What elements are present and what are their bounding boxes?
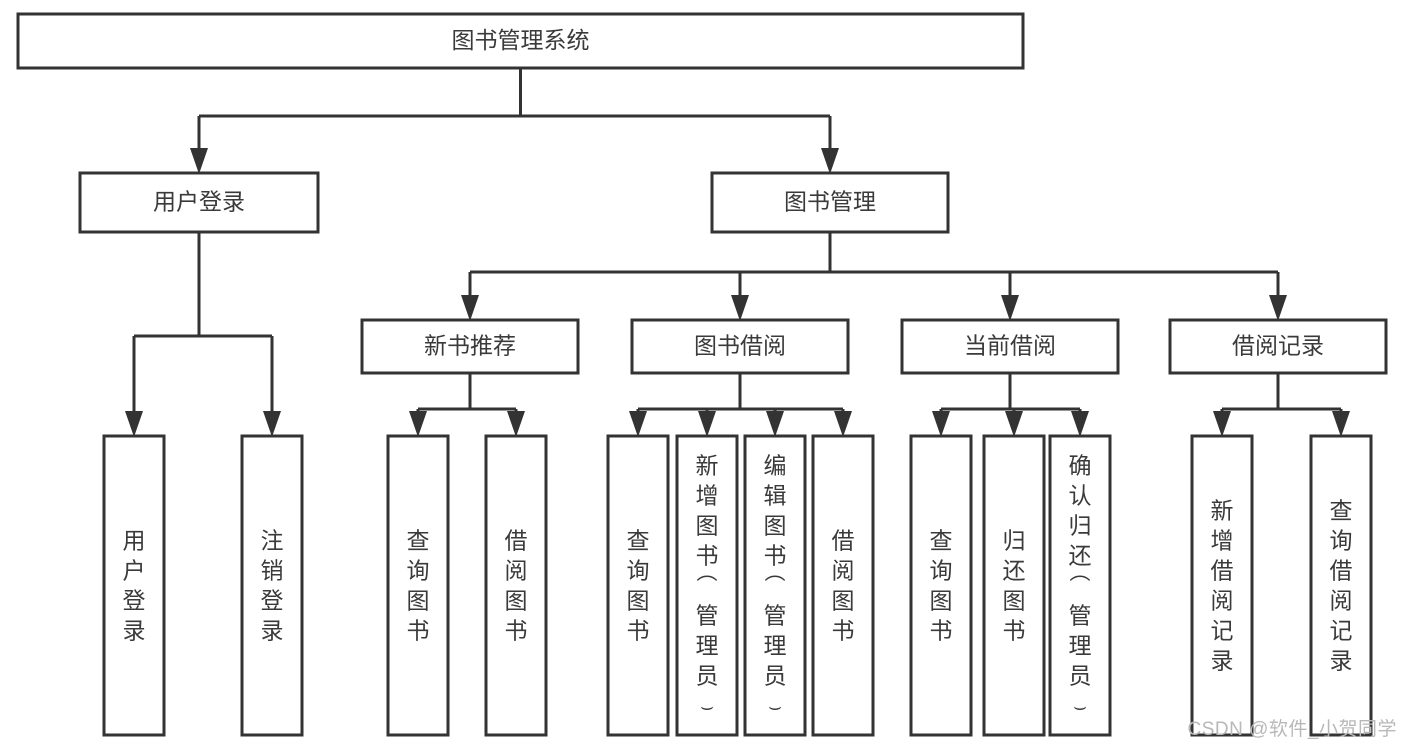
- node-box: [78, 171, 320, 234]
- node-box: [16, 12, 1025, 70]
- arrow-head-icon: [1071, 411, 1089, 437]
- node-leaf-16: 确认归还⌒管理员⌣: [1048, 434, 1112, 737]
- arrow-head-icon: [821, 148, 839, 174]
- node-group-1: 用户登录: [78, 171, 320, 234]
- node-label: 新增图书⌒管理员⌣: [696, 453, 719, 719]
- node-leaf-10: 新增图书⌒管理员⌣: [675, 434, 739, 737]
- node-box: [900, 318, 1120, 375]
- node-box: [1309, 434, 1373, 737]
- node-leaf-19: 查询借阅记录: [1309, 434, 1373, 737]
- node-box: [386, 434, 450, 737]
- arrow-head-icon: [1213, 411, 1231, 437]
- node-label: 归还图书: [1003, 528, 1026, 644]
- node-label: 查询图书: [407, 528, 430, 644]
- arrow-head-icon: [263, 411, 281, 437]
- node-label: 新增借阅记录: [1211, 498, 1234, 674]
- node-box: [743, 434, 807, 737]
- arrow-head-icon: [1001, 295, 1019, 321]
- node-group-17: 借阅记录: [1168, 318, 1388, 375]
- node-leaf-12: 借阅图书: [811, 434, 875, 737]
- arrow-head-icon: [1332, 411, 1350, 437]
- node-group-5: 新书推荐: [360, 318, 580, 375]
- node-group-4: 图书管理: [710, 171, 950, 234]
- node-box: [710, 171, 950, 234]
- node-leaf-15: 归还图书: [982, 434, 1046, 737]
- arrow-head-icon: [125, 411, 143, 437]
- node-label: 当前借阅: [964, 333, 1056, 359]
- arrow-head-icon: [1269, 295, 1287, 321]
- node-leaf-9: 查询图书: [606, 434, 670, 737]
- node-label: 图书管理: [784, 189, 876, 215]
- node-leaf-11: 编辑图书⌒管理员⌣: [743, 434, 807, 737]
- arrow-head-icon: [1005, 411, 1023, 437]
- node-box: [240, 434, 304, 737]
- node-label: 图书借阅: [694, 333, 786, 359]
- node-label: 查询图书: [930, 528, 953, 644]
- arrow-head-icon: [932, 411, 950, 437]
- node-box: [102, 434, 166, 737]
- arrow-head-icon: [766, 411, 784, 437]
- node-label: 图书管理系统: [452, 27, 590, 53]
- node-box: [484, 434, 548, 737]
- node-label: 借阅记录: [1232, 333, 1324, 359]
- node-box: [360, 318, 580, 375]
- node-label: 新书推荐: [424, 333, 516, 359]
- node-box: [630, 318, 850, 375]
- arrow-head-icon: [834, 411, 852, 437]
- node-group-0: 图书管理系统: [16, 12, 1025, 70]
- node-label: 借阅图书: [505, 528, 528, 644]
- arrow-head-icon: [629, 411, 647, 437]
- node-label: 查询借阅记录: [1330, 498, 1353, 674]
- node-label: 用户登录: [123, 528, 146, 644]
- arrow-head-icon: [731, 295, 749, 321]
- node-layer: 图书管理系统用户登录用户登录注销登录图书管理新书推荐查询图书借阅图书图书借阅查询…: [16, 12, 1388, 737]
- node-box: [1048, 434, 1112, 737]
- node-label: 查询图书: [627, 528, 650, 644]
- node-leaf-3: 注销登录: [240, 434, 304, 737]
- node-box: [1168, 318, 1388, 375]
- node-label: 用户登录: [153, 189, 245, 215]
- arrow-head-icon: [698, 411, 716, 437]
- node-leaf-2: 用户登录: [102, 434, 166, 737]
- node-box: [909, 434, 973, 737]
- node-leaf-6: 查询图书: [386, 434, 450, 737]
- arrow-head-icon: [507, 411, 525, 437]
- arrow-head-icon: [461, 295, 479, 321]
- node-label: 借阅图书: [832, 528, 855, 644]
- node-group-13: 当前借阅: [900, 318, 1120, 375]
- arrow-head-icon: [190, 148, 208, 174]
- node-leaf-18: 新增借阅记录: [1190, 434, 1254, 737]
- node-leaf-7: 借阅图书: [484, 434, 548, 737]
- node-box: [811, 434, 875, 737]
- node-label: 注销登录: [261, 528, 284, 644]
- connector-layer: [125, 68, 1350, 437]
- node-label: 编辑图书⌒管理员⌣: [764, 453, 787, 719]
- node-box: [606, 434, 670, 737]
- node-box: [1190, 434, 1254, 737]
- node-box: [982, 434, 1046, 737]
- arrow-head-icon: [409, 411, 427, 437]
- node-group-8: 图书借阅: [630, 318, 850, 375]
- node-label: 确认归还⌒管理员⌣: [1069, 453, 1092, 719]
- node-leaf-14: 查询图书: [909, 434, 973, 737]
- node-box: [675, 434, 739, 737]
